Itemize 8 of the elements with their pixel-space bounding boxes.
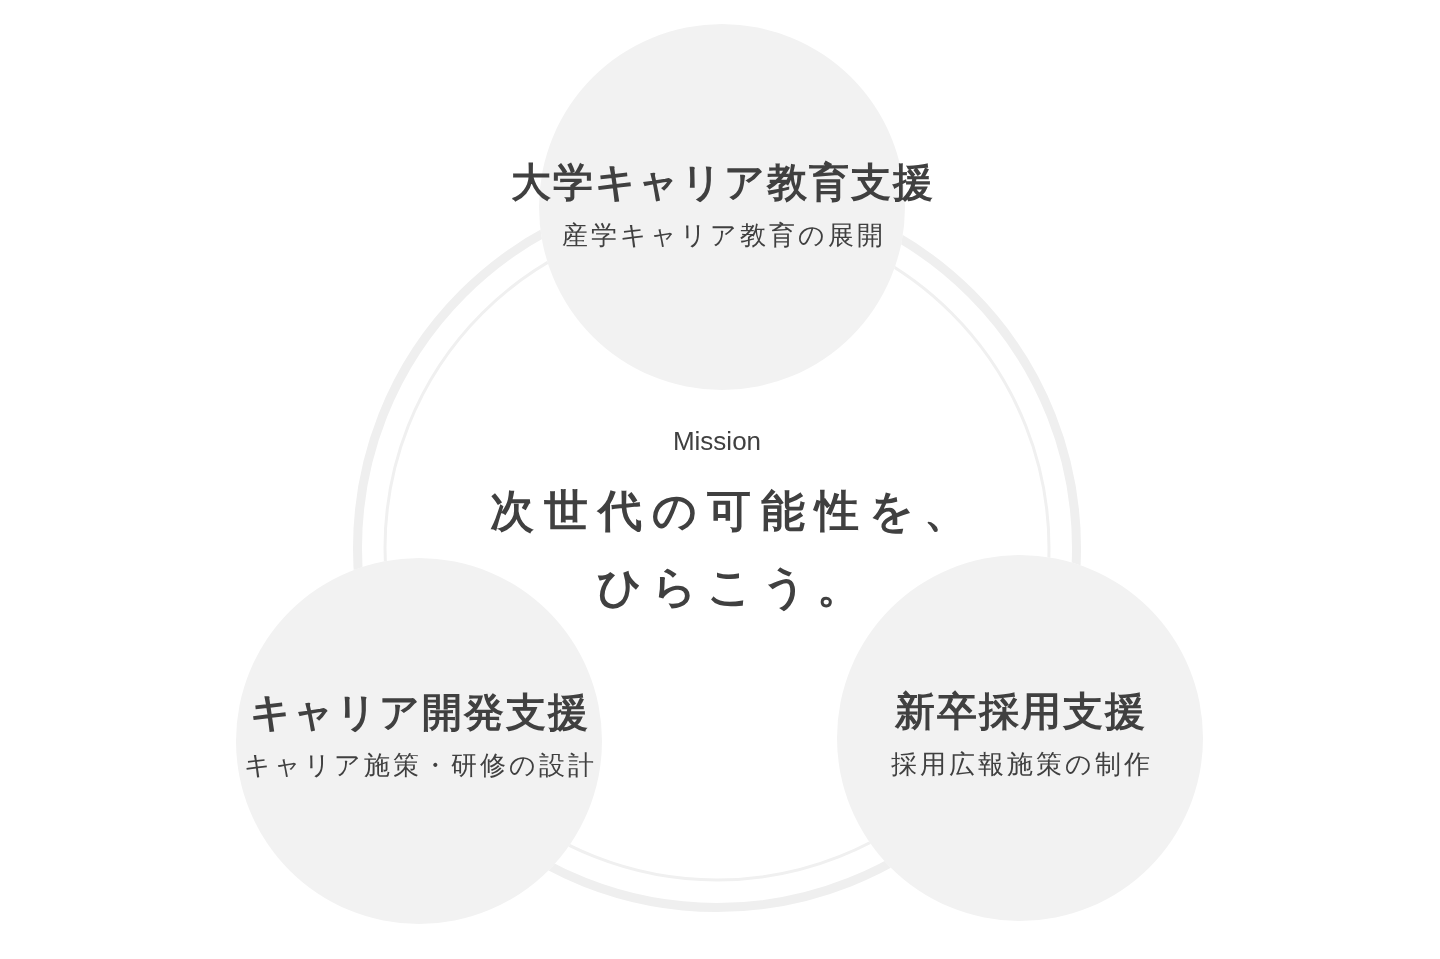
service-title: キャリア開発支援	[250, 688, 590, 736]
service-title: 新卒採用支援	[895, 687, 1147, 735]
service-description: 産学キャリア教育の展開	[561, 219, 886, 252]
mission-label: Mission	[672, 426, 762, 457]
service-description: 採用広報施策の制作	[890, 748, 1153, 781]
service-title: 大学キャリア教育支援	[511, 158, 935, 206]
mission-statement: 次世代の可能性を、ひらこう。	[489, 484, 979, 614]
service-description: キャリア施策・研修の設計	[244, 749, 597, 782]
